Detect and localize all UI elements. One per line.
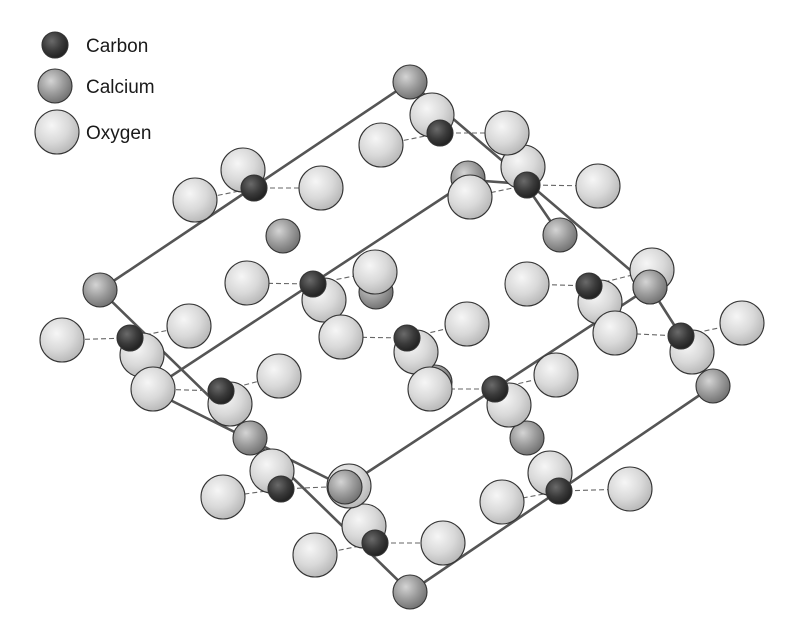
carbon-atom bbox=[393, 324, 421, 352]
oxygen-atom bbox=[504, 261, 550, 307]
calcium-atom bbox=[695, 368, 731, 404]
oxygen-atom bbox=[607, 466, 653, 512]
oxygen-atom bbox=[298, 165, 344, 211]
calcium-atom bbox=[542, 217, 578, 253]
front-atoms bbox=[39, 64, 765, 610]
oxygen-atom bbox=[292, 532, 338, 578]
oxygen-atom bbox=[592, 310, 638, 356]
oxygen-atom bbox=[444, 301, 490, 347]
calcium-atom bbox=[265, 218, 301, 254]
oxygen-atom bbox=[224, 260, 270, 306]
oxygen-atom bbox=[200, 474, 246, 520]
carbon-atom-icon bbox=[41, 31, 69, 59]
calcium-atom bbox=[327, 469, 363, 505]
oxygen-atom bbox=[352, 249, 398, 295]
oxygen-atom bbox=[447, 174, 493, 220]
oxygen-atom bbox=[358, 122, 404, 168]
calcium-atom bbox=[632, 269, 668, 305]
carbon-atom bbox=[513, 171, 541, 199]
legend: Carbon Calcium Oxygen bbox=[34, 31, 155, 155]
oxygen-atom bbox=[479, 479, 525, 525]
calcium-atom bbox=[509, 420, 545, 456]
carbon-atom bbox=[481, 375, 509, 403]
legend-label-carbon: Carbon bbox=[86, 36, 148, 57]
legend-label-calcium: Calcium bbox=[86, 77, 155, 98]
calcium-atom bbox=[232, 420, 268, 456]
oxygen-atom bbox=[256, 353, 302, 399]
carbon-atom bbox=[267, 475, 295, 503]
oxygen-atom bbox=[575, 163, 621, 209]
carbon-atom bbox=[545, 477, 573, 505]
oxygen-atom bbox=[318, 314, 364, 360]
carbon-atom bbox=[240, 174, 268, 202]
oxygen-atom bbox=[533, 352, 579, 398]
carbon-atom bbox=[361, 529, 389, 557]
calcium-atom bbox=[392, 574, 428, 610]
legend-item-carbon: Carbon bbox=[41, 31, 148, 59]
oxygen-atom bbox=[420, 520, 466, 566]
calcium-atom bbox=[392, 64, 428, 100]
legend-item-calcium: Calcium bbox=[37, 68, 155, 104]
calcium-atom bbox=[82, 272, 118, 308]
carbon-atom bbox=[575, 272, 603, 300]
carbon-atom bbox=[299, 270, 327, 298]
carbon-atom bbox=[116, 324, 144, 352]
oxygen-atom bbox=[407, 366, 453, 412]
oxygen-atom bbox=[166, 303, 212, 349]
carbon-atom bbox=[207, 377, 235, 405]
calcium-atom-icon bbox=[37, 68, 73, 104]
legend-item-oxygen: Oxygen bbox=[34, 109, 151, 155]
oxygen-atom bbox=[484, 110, 530, 156]
carbon-atom bbox=[667, 322, 695, 350]
carbon-atom bbox=[426, 119, 454, 147]
oxygen-atom bbox=[172, 177, 218, 223]
oxygen-atom bbox=[719, 300, 765, 346]
oxygen-atom-icon bbox=[34, 109, 80, 155]
oxygen-atom bbox=[39, 317, 85, 363]
legend-label-oxygen: Oxygen bbox=[86, 123, 151, 144]
oxygen-atom bbox=[130, 366, 176, 412]
